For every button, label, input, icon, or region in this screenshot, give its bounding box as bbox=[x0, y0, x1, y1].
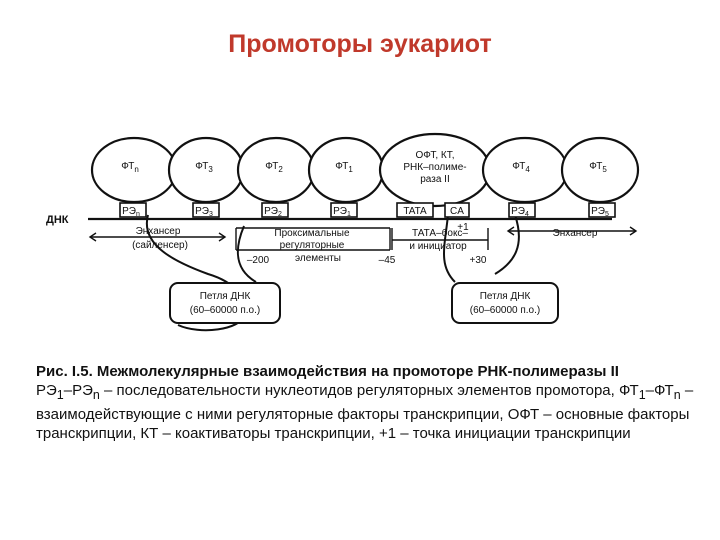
loop-right bbox=[443, 214, 520, 283]
region-proximal-2: регуляторные bbox=[280, 240, 345, 251]
position-plus-1: +1 bbox=[457, 222, 469, 233]
caption-heading: Рис. I.5. Межмолекулярные взаимодействия… bbox=[36, 363, 619, 380]
element-label-re-n: РЭn bbox=[122, 206, 140, 218]
factor-label-ft-3: ФТ3 bbox=[195, 161, 213, 174]
loop-left-line2: (60–60000 п.о.) bbox=[190, 305, 260, 316]
factor-label-ft-1: ФТ1 bbox=[335, 161, 353, 174]
element-tata bbox=[396, 202, 434, 218]
position-minus-200: –200 bbox=[247, 255, 270, 266]
element-label-re-2: РЭ2 bbox=[264, 206, 282, 218]
element-label-re-5: РЭ5 bbox=[591, 206, 609, 218]
element-label-tata: TATA bbox=[403, 206, 427, 217]
region-enhancer-left-1: Энхансер bbox=[136, 226, 181, 237]
region-enhancer-right: Энхансер bbox=[553, 228, 598, 239]
slide-title: Промоторы эукариот bbox=[228, 30, 492, 58]
element-re-5 bbox=[588, 202, 616, 218]
promoter-diagram: ДНК Петля ДНК (60–60000 п.о.) Петля ДНК … bbox=[46, 132, 640, 332]
element-label-re-4: РЭ4 bbox=[511, 206, 529, 218]
element-label-re-1: РЭ1 bbox=[333, 206, 351, 218]
factor-label-ft-5: ФТ5 bbox=[589, 161, 607, 174]
element-re-2 bbox=[261, 202, 289, 218]
position-minus-45: –45 bbox=[379, 255, 396, 266]
factor-ellipses bbox=[90, 132, 640, 208]
element-re-n bbox=[119, 202, 147, 218]
element-re-4 bbox=[508, 202, 536, 218]
element-re-1 bbox=[330, 202, 358, 218]
caption-body: РЭ1–РЭn – последовательности нуклеотидов… bbox=[36, 382, 694, 442]
position-plus-30: +30 bbox=[470, 255, 487, 266]
region-tata-1: ТАТА–бокс– bbox=[412, 227, 468, 239]
loop-box-left bbox=[169, 282, 281, 324]
factor-label-ft-2: ФТ2 bbox=[265, 161, 283, 174]
region-proximal-1: Проксималь­ные bbox=[274, 228, 350, 239]
factor-ft-5 bbox=[560, 136, 640, 204]
region-tata-2: и инициатор bbox=[409, 241, 467, 252]
dna-label: ДНК bbox=[46, 214, 69, 226]
region-proximal-3: элементы bbox=[295, 253, 341, 264]
loop-left-line1: Петля ДНК bbox=[200, 291, 251, 302]
region-enhancer-left-2: (сайленсер) bbox=[132, 240, 188, 251]
loop-box-right bbox=[451, 282, 559, 324]
factor-label-oft-line2: РНК–полиме- bbox=[403, 162, 466, 173]
element-ca bbox=[444, 202, 470, 218]
factor-label-ft-4: ФТ4 bbox=[512, 161, 530, 174]
factor-label-oft-line3: раза II bbox=[420, 174, 450, 185]
factor-label-oft-line1: ОФТ, КТ, bbox=[416, 150, 455, 161]
element-boxes bbox=[119, 202, 616, 218]
figure-caption: Рис. I.5. Межмолекулярные взаимодействия… bbox=[36, 362, 706, 443]
loop-right-line2: (60–60000 п.о.) bbox=[470, 305, 540, 316]
element-re-3 bbox=[192, 202, 220, 218]
loop-right-line1: Петля ДНК bbox=[480, 291, 531, 302]
region-markers bbox=[88, 226, 638, 251]
element-label-re-3: РЭ3 bbox=[195, 206, 213, 218]
element-label-ca: CA bbox=[450, 206, 464, 217]
factor-label-ft-n: ФТn bbox=[121, 161, 139, 174]
